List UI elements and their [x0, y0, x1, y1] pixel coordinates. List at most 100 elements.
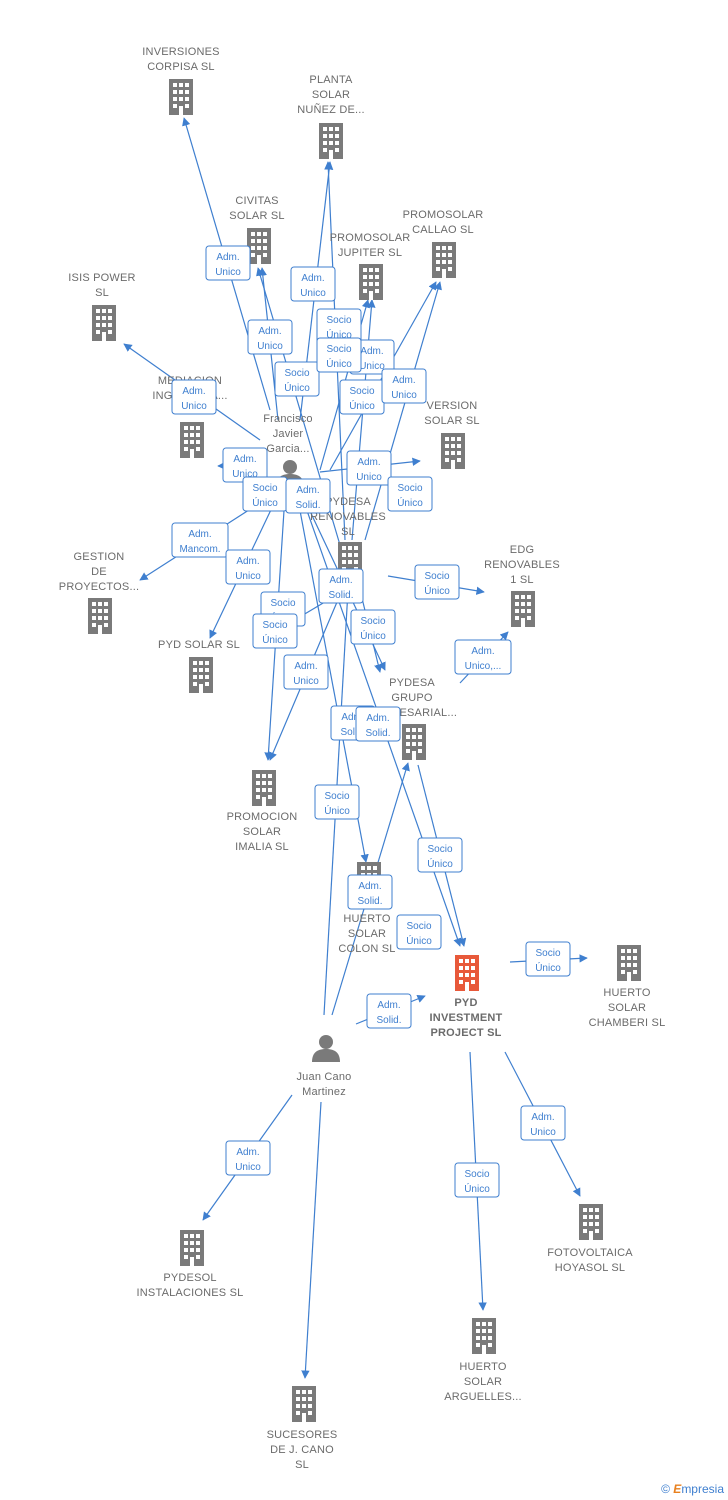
relation-badge[interactable]: Adm.Solid. [347, 874, 393, 910]
badge-frame [252, 613, 298, 649]
relation-badge[interactable]: Adm.Solid. [318, 568, 364, 604]
edges-layer [123, 117, 588, 1379]
node-label: HUERTO [343, 913, 390, 925]
node-label: PROJECT SL [430, 1027, 501, 1039]
badge-frame [225, 549, 271, 585]
node-label: SOLAR [464, 1376, 502, 1388]
badge-text: Unico [300, 288, 326, 299]
relation-badge[interactable]: Adm. Unico [283, 654, 329, 690]
node-label: NUÑEZ DE... [297, 103, 365, 116]
badge-text: Adm. [236, 1147, 259, 1158]
badge-text: Adm. [236, 556, 259, 567]
badge-text: Solid. [376, 1015, 401, 1026]
badge-text: Socio [270, 598, 295, 609]
badge-text: Adm. [357, 457, 380, 468]
node-label: Juan Cano [296, 1071, 351, 1083]
node-label: SL [341, 526, 355, 538]
relation-badge[interactable]: Adm.Solid. [366, 993, 412, 1029]
badge-frame [520, 1105, 566, 1141]
badge-text: Único [326, 357, 352, 370]
badge-text: Unico [293, 676, 319, 687]
badge-text: Adm. [188, 529, 211, 540]
relation-badge[interactable]: Adm.Unico [520, 1105, 566, 1141]
node-label: DE [91, 566, 107, 578]
node-francisco[interactable]: FranciscoJavierGarcia... [263, 413, 313, 487]
node-gestion[interactable]: GESTIONDEPROYECTOS... [59, 551, 139, 634]
badge-text: Unico [235, 1162, 261, 1173]
node-label: INVERSIONES [142, 46, 219, 58]
badge-frame [396, 914, 442, 950]
relation-badge[interactable]: Adm.Unico [225, 549, 271, 585]
relation-badge[interactable]: Adm. Mancom. [171, 522, 229, 558]
badge-text: Adm. [233, 454, 256, 465]
node-label: INSTALACIONES SL [137, 1287, 244, 1299]
badge-text: Solid. [340, 727, 365, 738]
badge-text: Adm. [358, 881, 381, 892]
node-label: INVESTMENT [430, 1012, 503, 1024]
relation-badge[interactable]: Adm.Unico [205, 245, 251, 281]
badge-text: Socio [252, 483, 277, 494]
building-icon [292, 1386, 316, 1422]
relation-badge[interactable]: Adm.Unico [171, 379, 217, 415]
badge-text: Adm. [294, 661, 317, 672]
badge-text: Solid. [295, 500, 320, 511]
badge-text: Socio [326, 315, 351, 326]
badge-frame [414, 564, 460, 600]
node-pydsolar[interactable]: PYD SOLAR SL [158, 639, 240, 693]
relation-badge[interactable]: Adm.Unico [290, 266, 336, 302]
badge-frame [290, 266, 336, 302]
node-label: DE J. CANO [270, 1444, 334, 1456]
node-label: PROMOSOLAR [403, 209, 484, 221]
node-label: JUPITER SL [338, 247, 402, 259]
badge-text: Único [424, 584, 450, 597]
badge-text: Socio [262, 620, 287, 631]
badge-text: Solid. [328, 590, 353, 601]
badge-text: Mancom. [179, 544, 220, 555]
badge-text: Socio [397, 483, 422, 494]
relation-badge[interactable]: Adm.Unico [381, 368, 427, 404]
building-icon [319, 123, 343, 159]
relation-badge[interactable]: Adm.Solid. [285, 478, 331, 514]
node-arguelles[interactable]: HUERTOSOLARARGUELLES... [444, 1318, 522, 1403]
relation-badge[interactable]: Adm.Unico [346, 450, 392, 486]
node-label: SOLAR [348, 928, 386, 940]
relation-badge[interactable]: Adm. Unico [225, 1140, 271, 1176]
relation-badge[interactable]: Adm.Solid. [355, 706, 401, 742]
badge-text: Único [284, 381, 310, 394]
relation-badge[interactable]: Adm.Unico [247, 319, 293, 355]
badge-text: Socio [326, 344, 351, 355]
node-label: VERSION [427, 400, 478, 412]
relation-badge[interactable]: Adm.Unico,... [454, 639, 512, 675]
